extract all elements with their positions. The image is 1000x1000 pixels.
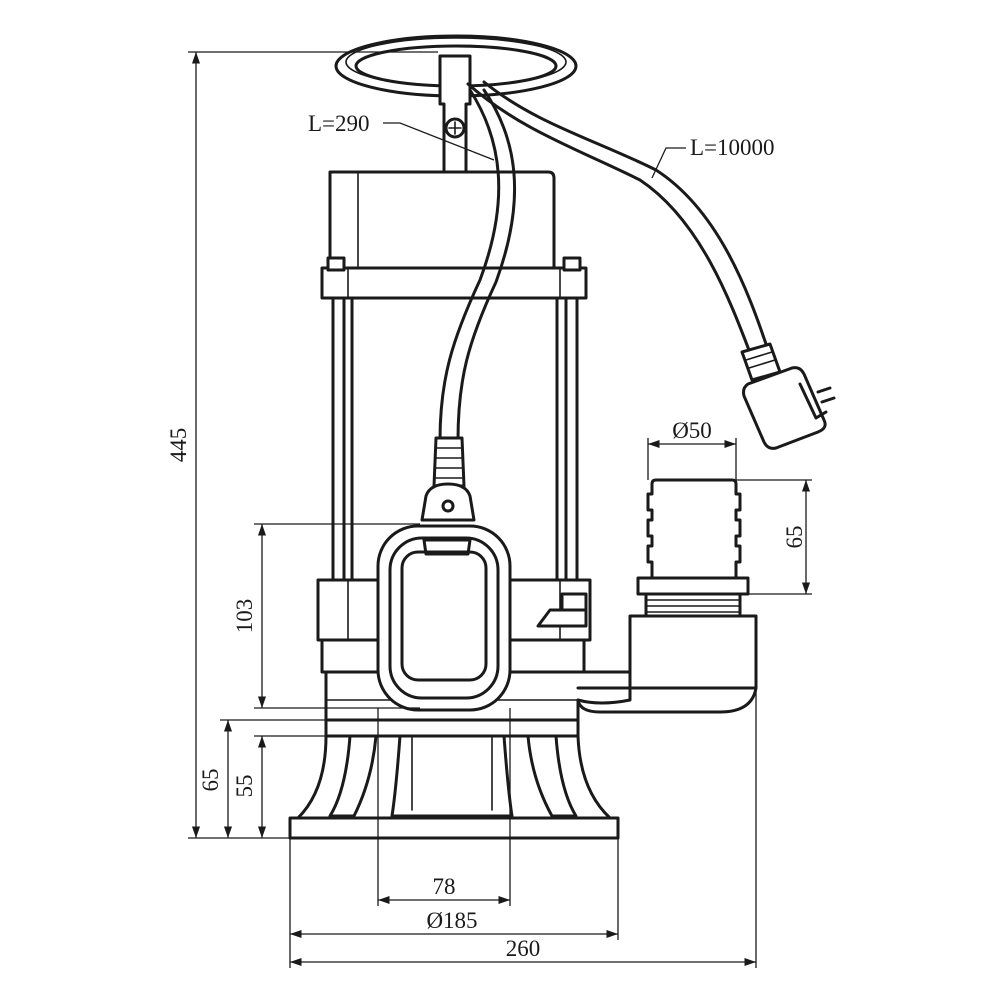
dimension-lines: [188, 51, 812, 968]
float-switch: [376, 436, 512, 712]
outlet-hose-barb: [646, 478, 742, 580]
label-inlet-width: 78: [433, 874, 456, 899]
motor-housing: [350, 296, 559, 582]
label-outlet-diameter: Ø50: [672, 418, 712, 443]
float-cable: [438, 88, 517, 442]
label-base-height-outer: 65: [198, 769, 223, 792]
pump-body: [288, 34, 836, 840]
label-overall-height: 445: [166, 428, 191, 463]
label-base-diameter: Ø185: [426, 908, 477, 933]
label-outlet-length: 65: [782, 526, 807, 549]
label-overall-width: 260: [506, 936, 541, 961]
pump-base: [288, 718, 620, 840]
label-float-height: 103: [232, 599, 257, 634]
discharge-housing: [628, 614, 758, 690]
label-cable-float-length: L=290: [308, 111, 370, 136]
outlet-collar: [636, 576, 750, 596]
power-plug: [740, 342, 836, 450]
label-cable-power-length: L=10000: [690, 135, 775, 160]
dimension-labels: L=290 L=10000 445 103 65 55 Ø50 65 78 Ø1…: [166, 111, 807, 961]
label-base-height-inner: 55: [232, 775, 257, 798]
motor-cap: [328, 170, 556, 274]
tie-rods: [331, 296, 579, 584]
upper-clamp: [320, 266, 588, 300]
top-handle: [438, 54, 472, 174]
